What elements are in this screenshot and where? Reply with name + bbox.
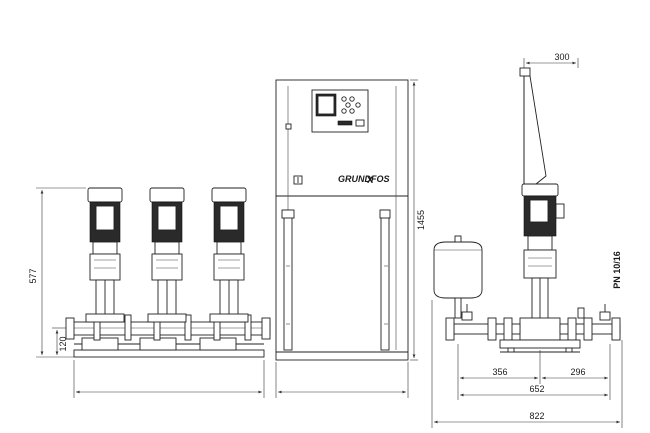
controller-button xyxy=(345,102,351,108)
dimension-width-middle: 652 xyxy=(460,384,608,397)
valve-handle xyxy=(599,311,611,321)
side-base-frame xyxy=(499,339,581,349)
diaphragm-tank xyxy=(433,235,483,319)
dim-label-822: 822 xyxy=(529,411,544,421)
pump-base xyxy=(519,317,561,341)
controller-button xyxy=(349,96,355,102)
base-frame xyxy=(73,349,265,358)
dimension-width-right: 296 xyxy=(542,367,608,380)
dim-label-1455: 1455 xyxy=(416,210,426,230)
dim-label-652: 652 xyxy=(529,384,544,394)
cabinet-side xyxy=(523,75,547,185)
dim-label-120: 120 xyxy=(58,336,68,351)
dimension-height-manifold: 120 xyxy=(52,327,68,355)
brand-logo-mark: X xyxy=(367,175,373,185)
pump-2 xyxy=(147,187,187,323)
dim-label-300: 300 xyxy=(554,52,569,62)
dim-label-356: 356 xyxy=(492,367,507,377)
side-view: PN 10/16 300 356 296 652 822 xyxy=(431,52,623,428)
manifold-flange-right xyxy=(261,317,271,340)
controller-button xyxy=(341,108,347,114)
front-view-pumps: 577 120 xyxy=(28,187,271,398)
cabinet-lock xyxy=(285,123,292,130)
pump-1 xyxy=(85,187,125,323)
dimension-height-cabinet: 1455 xyxy=(410,79,426,361)
dimension-width-overall: 822 xyxy=(434,411,620,424)
controller-button xyxy=(341,96,347,102)
control-cabinet: GRUNDFOS X 1455 xyxy=(275,79,426,398)
manifold-flange-left xyxy=(65,317,75,340)
dim-label-296: 296 xyxy=(570,367,585,377)
dimension-width-top: 300 xyxy=(523,52,579,68)
dim-label-577: 577 xyxy=(28,268,38,283)
pump-3 xyxy=(209,187,249,323)
dimension-height-overall: 577 xyxy=(28,187,86,358)
controller-button xyxy=(355,102,361,108)
brand-logo-text: GRUNDFOS xyxy=(338,174,390,184)
motor-fan-cover xyxy=(521,183,559,197)
dimension-width-left: 356 xyxy=(460,367,538,380)
valve-handle xyxy=(461,311,473,321)
controller-button xyxy=(349,108,355,114)
pressure-rating-label: PN 10/16 xyxy=(612,251,622,289)
